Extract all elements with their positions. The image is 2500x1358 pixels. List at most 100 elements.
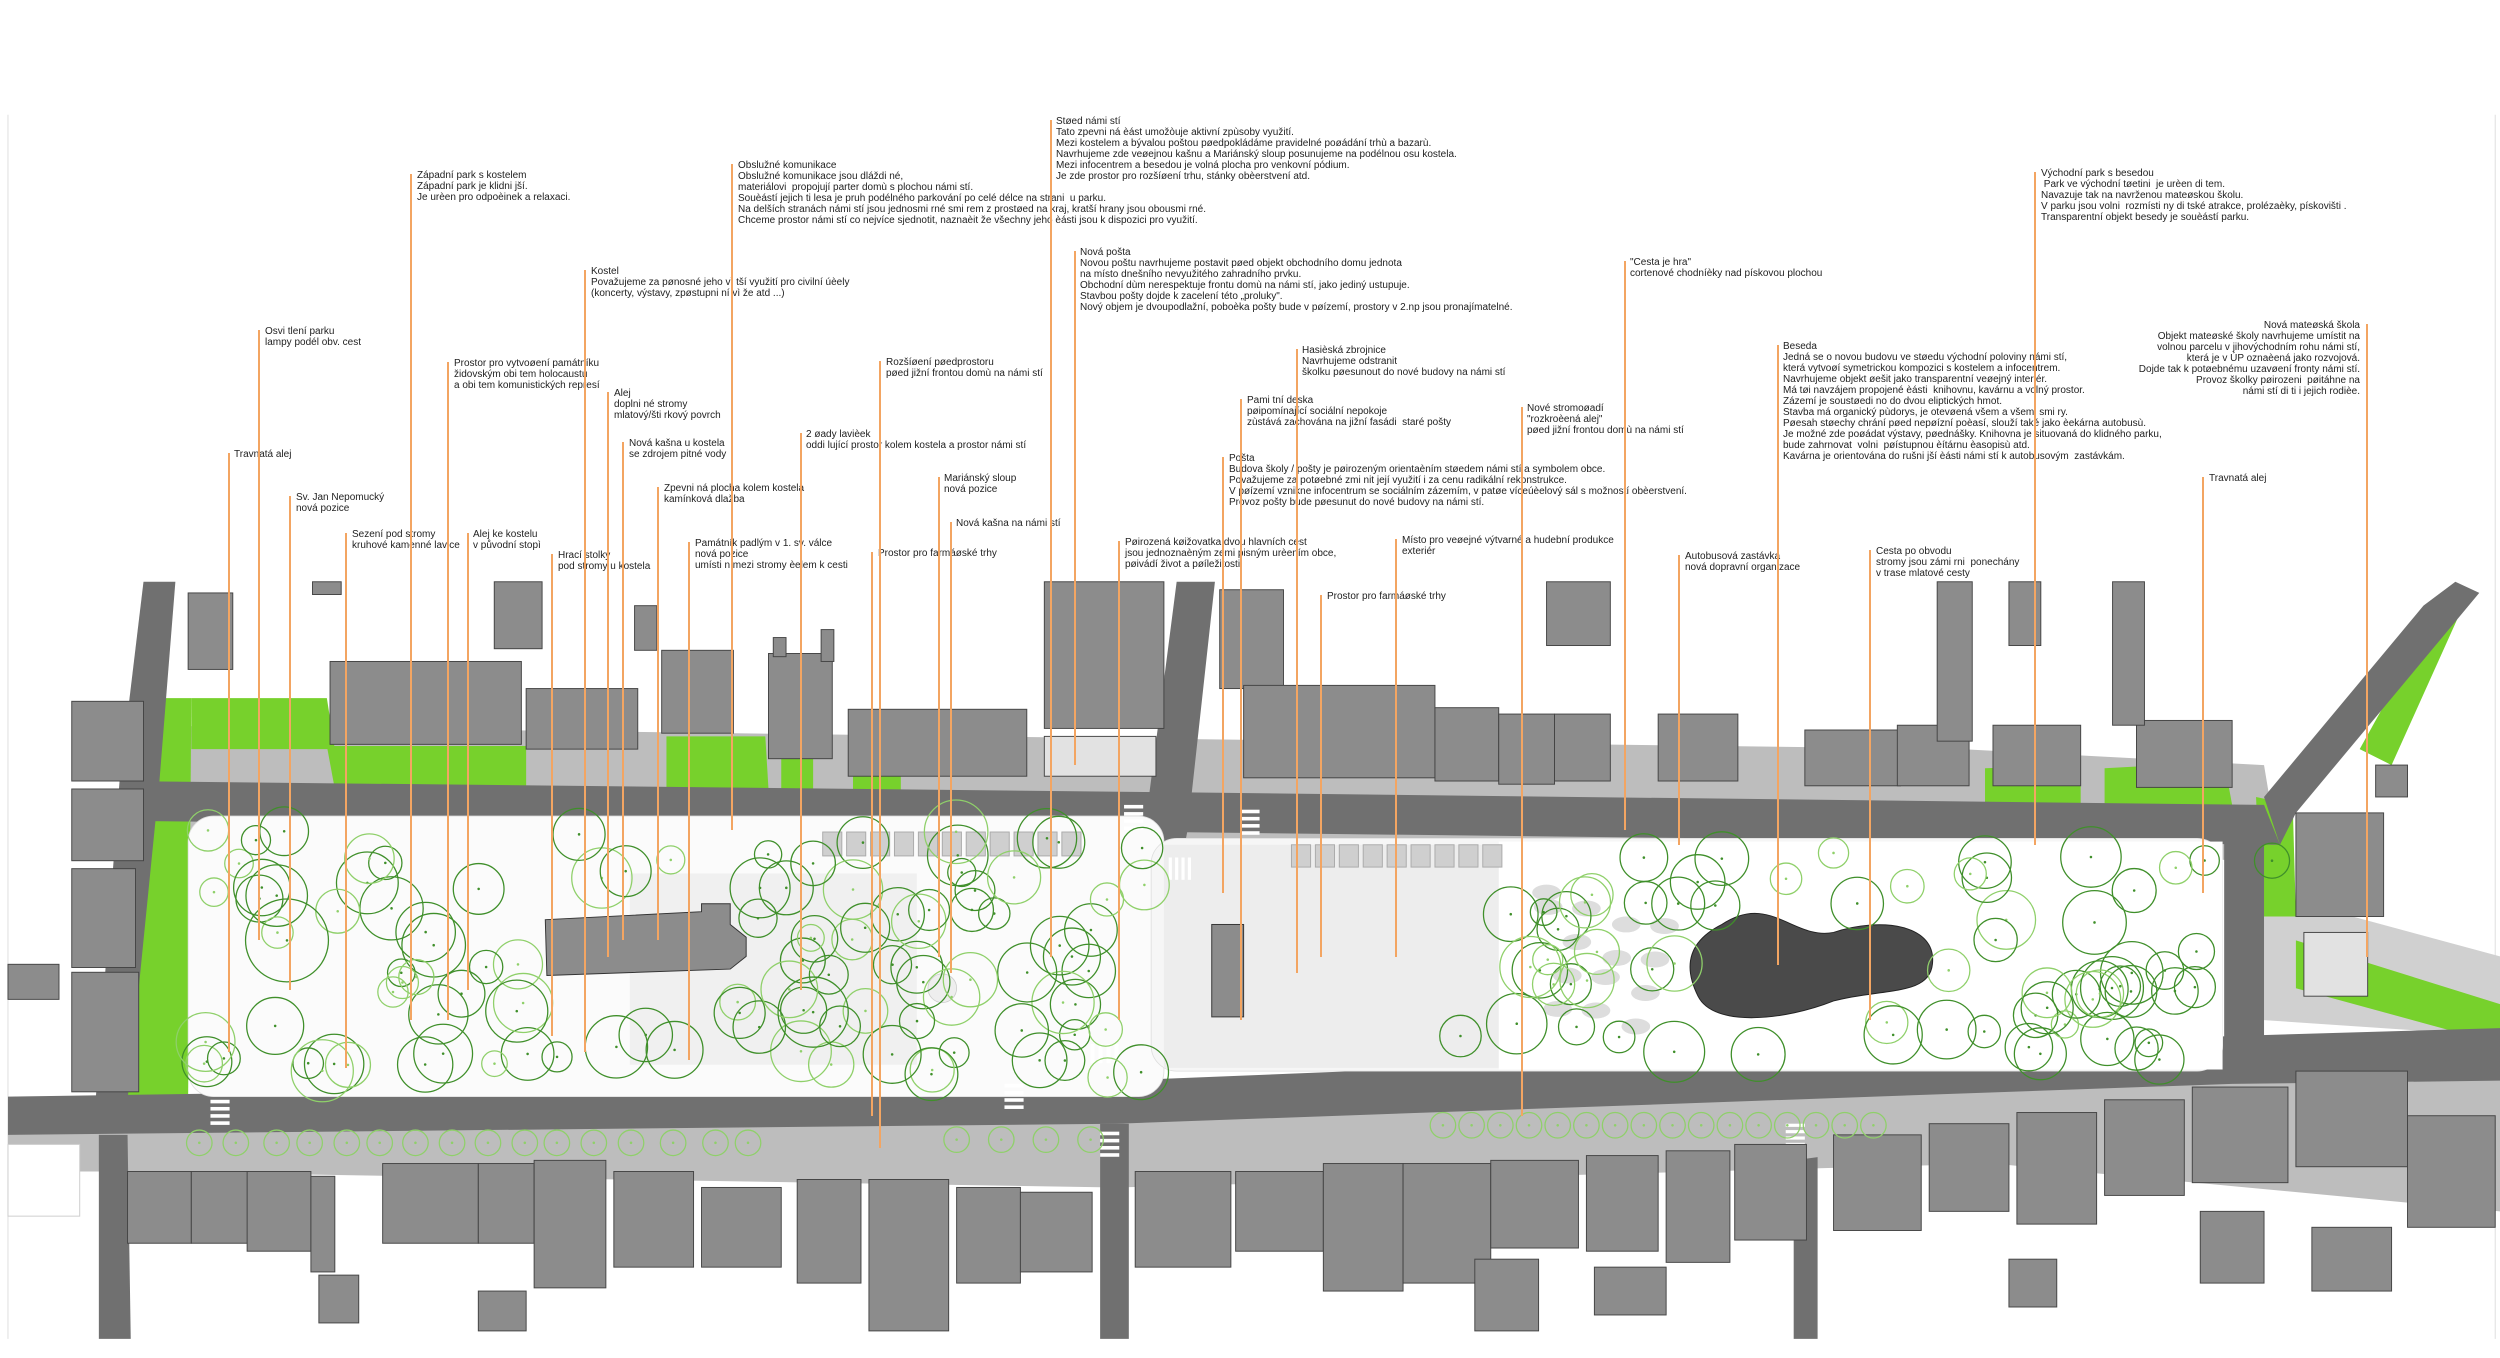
- street-tree: [702, 1129, 729, 1157]
- parking-space: [1061, 831, 1082, 857]
- annotation-line: Pøesah støechy chrání pøed nepøízní poèa…: [1783, 418, 2146, 429]
- grass-patch: [852, 773, 901, 793]
- building: [772, 637, 787, 658]
- building: [127, 1171, 192, 1244]
- annotation-line: Navrhujeme zde veøejnou kašnu a Mariánsk…: [1056, 149, 1457, 160]
- tree: [2177, 932, 2216, 971]
- annotation-line: Tato zpevni ná èást umožòuje aktivní zpù…: [1056, 127, 1294, 138]
- northeast-road: [2264, 581, 2480, 845]
- tree-trunk: [198, 1141, 201, 1145]
- corten-path: [1532, 884, 1561, 901]
- tree-trunk: [212, 890, 216, 894]
- building: [312, 581, 342, 596]
- street-tree: [1716, 1111, 1744, 1139]
- tree-trunk: [629, 1141, 633, 1145]
- tree-trunk: [390, 907, 393, 910]
- tree-trunk: [204, 1040, 207, 1044]
- crosswalk-stripe: [2171, 1035, 2191, 1039]
- tree: [796, 923, 825, 952]
- tree-trunk: [1786, 1124, 1789, 1127]
- tree: [224, 848, 254, 879]
- southwest-road: [98, 1134, 131, 1339]
- tree-trunk: [368, 857, 371, 860]
- tree-trunk: [1087, 969, 1091, 973]
- annotation-line: umísti n mezi stromy èelem k cesti: [695, 560, 848, 571]
- tree-trunk: [915, 1019, 919, 1023]
- annotation-title: Prostor pro vytvoøení památníku: [454, 358, 600, 369]
- tree-trunk: [2093, 921, 2096, 924]
- crosswalk-stripe: [1004, 1091, 1024, 1095]
- crosswalk-stripe: [1124, 804, 1144, 809]
- tree-trunk: [332, 1062, 336, 1066]
- street-tree: [438, 1129, 466, 1157]
- corten-path: [1572, 900, 1601, 917]
- annotation-line: nová pozice: [695, 549, 749, 560]
- crosswalk-stripe: [1187, 857, 1192, 880]
- tree: [1643, 1020, 1706, 1083]
- crosswalk-stripe: [1124, 819, 1144, 823]
- crosswalk-stripe: [1240, 809, 1260, 814]
- tree-trunk: [391, 990, 395, 994]
- tree-trunk: [1644, 901, 1647, 905]
- tree-trunk: [1699, 1124, 1703, 1127]
- building: [1019, 1191, 1093, 1273]
- street-tree: [1860, 1111, 1887, 1139]
- parking-space: [1290, 844, 1312, 868]
- tree-trunk: [486, 1141, 490, 1145]
- annotation-line: Mezi kostelem a bývalou poštou pøedpoklá…: [1056, 138, 1432, 149]
- tree: [618, 1007, 674, 1063]
- annotation-line: jsou jednoznaèným zemi pisným urèením ob…: [1125, 548, 1337, 559]
- tree-trunk: [2130, 971, 2134, 975]
- street-tree: [1515, 1111, 1543, 1139]
- building: [477, 1290, 527, 1332]
- tree-trunk: [952, 1051, 956, 1054]
- tree: [779, 937, 826, 984]
- annotation-title: "Cesta je hra": [1630, 257, 1692, 268]
- tree: [1016, 807, 1078, 869]
- tree-trunk: [673, 1048, 676, 1052]
- annotation-line: Navazuje tak na navrženou mateøskou škol…: [2041, 190, 2244, 201]
- crosswalk-stripe: [1240, 816, 1260, 821]
- tree: [1032, 815, 1086, 869]
- annotation-line: školku pøesunout do nové budovy na námi …: [1302, 367, 1506, 378]
- leader-line: [1624, 261, 1626, 830]
- building: [71, 700, 144, 782]
- tree: [1031, 970, 1095, 1035]
- crosswalk-stripe: [1114, 1044, 1119, 1064]
- building: [246, 1171, 312, 1252]
- annotation-title: Alej: [614, 388, 631, 399]
- tree: [292, 1047, 325, 1080]
- leader-line: [228, 453, 230, 1052]
- building: [71, 868, 137, 968]
- tree: [1865, 1000, 1909, 1045]
- tree-trunk: [401, 981, 404, 984]
- south-central-road: [1100, 1123, 1129, 1339]
- building: [525, 688, 639, 750]
- tree-trunk: [1983, 1030, 1986, 1033]
- crosswalk-stripe: [1181, 857, 1185, 880]
- annotation-line: na místo dnešního nevyužitého zahradního…: [1080, 269, 1302, 280]
- tree: [599, 845, 652, 898]
- tree: [1830, 876, 1885, 931]
- tree-trunk: [260, 886, 264, 889]
- annotation-line: Provoz pošty bude pøesunut do nové budov…: [1229, 497, 1485, 508]
- annotation-title: Hasièská zbrojnice: [1302, 345, 1386, 356]
- tree-trunk: [890, 1053, 894, 1056]
- tree: [2013, 1027, 2067, 1081]
- street-tree: [1745, 1111, 1773, 1139]
- tree-trunk: [346, 1063, 350, 1067]
- tree-trunk: [838, 1025, 842, 1028]
- leader-line: [657, 487, 659, 940]
- annotation-line: zùstává zachována na jižní fasádi staré …: [1247, 417, 1452, 428]
- annotation: Nová kašna na námi stí: [956, 518, 1061, 529]
- tree: [245, 864, 309, 928]
- leader-line: [1320, 595, 1322, 957]
- tree: [344, 833, 395, 884]
- crosswalk-stripe: [1004, 1105, 1024, 1109]
- tree: [1973, 917, 2018, 963]
- leader-line: [584, 270, 586, 1052]
